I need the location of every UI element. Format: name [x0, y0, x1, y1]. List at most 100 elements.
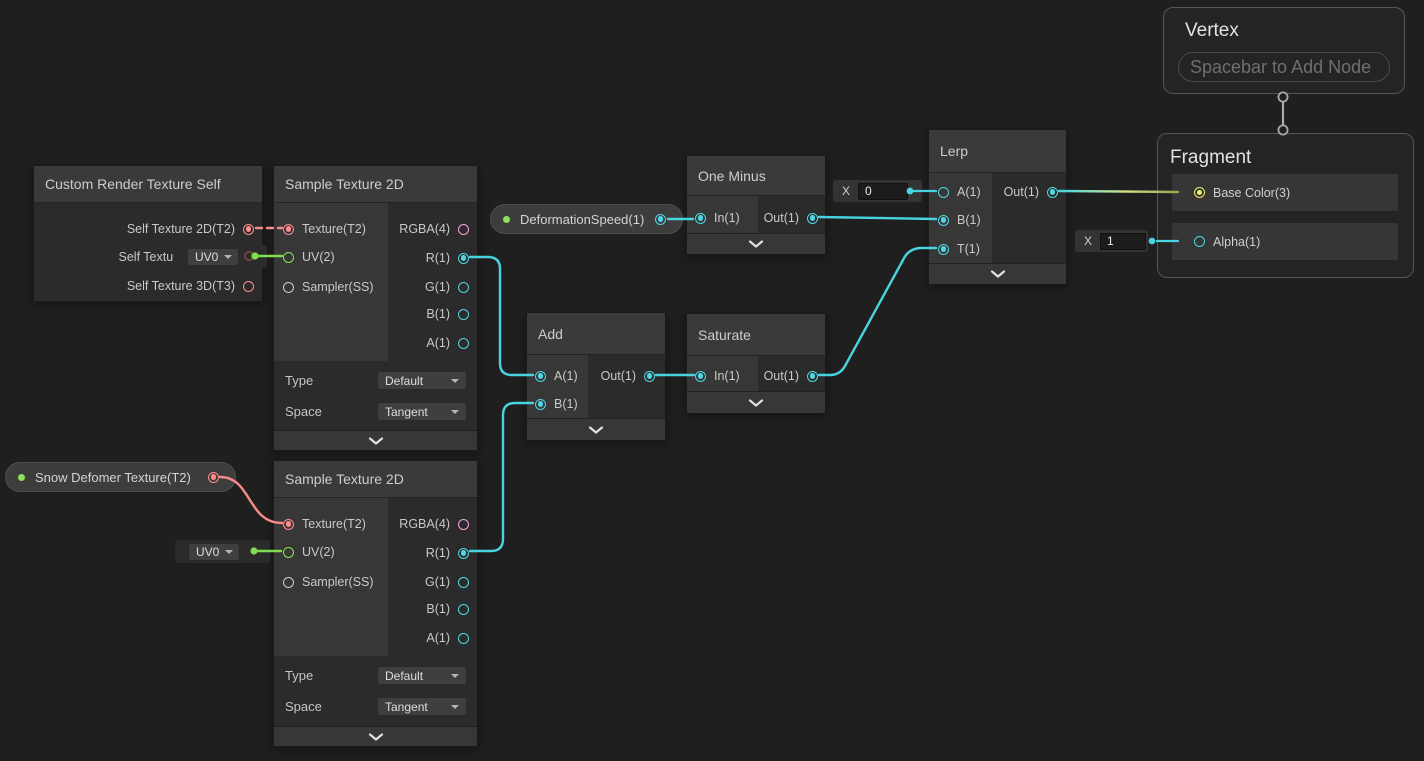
chevron-down-icon [368, 436, 383, 445]
port-label: A(1) [957, 185, 981, 199]
node-add[interactable]: Add A(1) B(1) Out(1) [526, 312, 666, 441]
fragment-row-alpha[interactable]: Alpha(1) [1172, 223, 1398, 260]
port-base-color-input[interactable] [1194, 187, 1205, 198]
node-title[interactable]: Saturate [687, 314, 825, 356]
chevron-down-icon [368, 732, 383, 741]
spacebar-add-node-hint[interactable]: Spacebar to Add Node [1178, 52, 1390, 82]
space-dropdown[interactable]: Tangent [377, 697, 467, 716]
uv-channel-dropdown[interactable]: UV0 [187, 247, 239, 266]
node-title[interactable]: Custom Render Texture Self [34, 166, 262, 203]
port-label: G(1) [425, 280, 450, 294]
x-value-input[interactable] [858, 182, 909, 200]
node-title[interactable]: Add [527, 313, 665, 355]
node-title[interactable]: Lerp [929, 130, 1066, 173]
space-dropdown[interactable]: Tangent [377, 402, 467, 421]
block-fragment[interactable]: Fragment Base Color(3) Alpha(1) [1157, 133, 1414, 278]
property-pill-deformation-speed[interactable]: DeformationSpeed(1) [490, 204, 683, 234]
port-label: T(1) [957, 242, 980, 256]
port-label: Texture(T2) [302, 517, 366, 531]
collapse-button[interactable] [274, 430, 477, 450]
port-self-texture-3d-output[interactable] [243, 280, 254, 292]
exposed-property-dot-icon [18, 473, 25, 481]
port-b-input[interactable] [535, 398, 546, 410]
port-texture-input[interactable] [283, 518, 294, 530]
port-sampler-input[interactable] [283, 576, 294, 588]
port-label: In(1) [714, 369, 740, 383]
port-a-input[interactable] [938, 186, 949, 198]
port-a-input[interactable] [535, 370, 546, 382]
block-title: Vertex [1185, 20, 1239, 41]
port-label: Sampler(SS) [302, 280, 374, 294]
port-out-output[interactable] [807, 212, 818, 224]
uv-channel-dropdown[interactable]: UV0 [188, 542, 240, 561]
port-r-output[interactable] [458, 252, 469, 264]
wire-saturate-to-lerp-t[interactable] [817, 246, 938, 377]
x-label: X [842, 184, 851, 198]
space-label: Space [285, 699, 322, 714]
node-lerp[interactable]: Lerp A(1) B(1) T(1) Out(1) [928, 129, 1067, 285]
port-out-output[interactable] [1047, 186, 1058, 198]
node-title-label: One Minus [698, 167, 766, 184]
port-uv-input[interactable] [283, 546, 294, 558]
collapse-button[interactable] [687, 391, 825, 413]
port-label: UV(2) [302, 545, 335, 559]
collapse-button[interactable] [687, 233, 825, 254]
port-property-output[interactable] [208, 471, 219, 483]
port-uv-input[interactable] [283, 251, 294, 263]
x1-connector-dot-icon [1148, 237, 1156, 245]
type-dropdown-value: Default [385, 373, 424, 388]
port-in-input[interactable] [695, 212, 706, 224]
port-rgba-output[interactable] [458, 223, 469, 235]
port-label: B(1) [957, 213, 981, 227]
port-alpha-input[interactable] [1194, 236, 1205, 247]
port-g-output[interactable] [458, 576, 469, 588]
node-one-minus[interactable]: One Minus In(1) Out(1) [686, 155, 826, 255]
collapse-button[interactable] [274, 726, 477, 746]
node-title[interactable]: Sample Texture 2D [274, 461, 477, 498]
inline-value-widget-a: X [833, 180, 922, 202]
node-custom-render-texture-self[interactable]: Custom Render Texture Self Self Texture … [33, 165, 263, 302]
port-property-output[interactable] [655, 213, 666, 225]
port-label: A(1) [426, 336, 450, 350]
node-title-label: Saturate [698, 326, 751, 343]
port-out-output[interactable] [644, 370, 655, 382]
node-sample-texture-2d-1[interactable]: Sample Texture 2D Texture(T2) UV(2) Samp… [273, 165, 478, 451]
type-dropdown[interactable]: Default [377, 666, 467, 685]
dropdown-arrow-icon [451, 409, 459, 414]
port-b-input[interactable] [938, 214, 949, 226]
wire-oneminus-to-lerp-b[interactable] [817, 215, 938, 221]
port-out-output[interactable] [807, 370, 818, 382]
collapse-button[interactable] [929, 263, 1066, 284]
chevron-down-icon [588, 425, 604, 434]
port-self-texture-2d-output[interactable] [243, 223, 254, 235]
port-r-output[interactable] [458, 547, 469, 559]
node-title[interactable]: Sample Texture 2D [274, 166, 477, 203]
port-g-output[interactable] [458, 281, 469, 293]
type-dropdown[interactable]: Default [377, 371, 467, 390]
port-a-output[interactable] [458, 337, 469, 349]
port-t-input[interactable] [938, 243, 949, 255]
space-label: Space [285, 404, 322, 419]
port-sampler-input[interactable] [283, 281, 294, 293]
fragment-row-base-color[interactable]: Base Color(3) [1172, 174, 1398, 211]
port-label: RGBA(4) [399, 222, 450, 236]
port-texture-input[interactable] [283, 223, 294, 235]
wire-r1-to-add-a[interactable] [468, 255, 535, 377]
port-b-output[interactable] [458, 308, 469, 320]
port-label: A(1) [426, 631, 450, 645]
x-value-input[interactable] [1100, 232, 1147, 250]
wire-r2-to-add-b[interactable] [468, 401, 535, 553]
collapse-button[interactable] [527, 418, 665, 440]
port-a-output[interactable] [458, 632, 469, 644]
node-saturate[interactable]: Saturate In(1) Out(1) [686, 313, 826, 414]
type-label: Type [285, 668, 314, 683]
block-vertex[interactable]: Vertex Spacebar to Add Node [1163, 7, 1405, 94]
node-title[interactable]: One Minus [687, 156, 825, 196]
port-b-output[interactable] [458, 603, 469, 615]
node-sample-texture-2d-2[interactable]: Sample Texture 2D Texture(T2) UV(2) Samp… [273, 460, 478, 747]
port-rgba-output[interactable] [458, 518, 469, 530]
property-pill-snow-deformer[interactable]: Snow Defomer Texture(T2) [5, 462, 236, 492]
port-label: Base Color(3) [1213, 185, 1291, 200]
port-in-input[interactable] [695, 370, 706, 382]
